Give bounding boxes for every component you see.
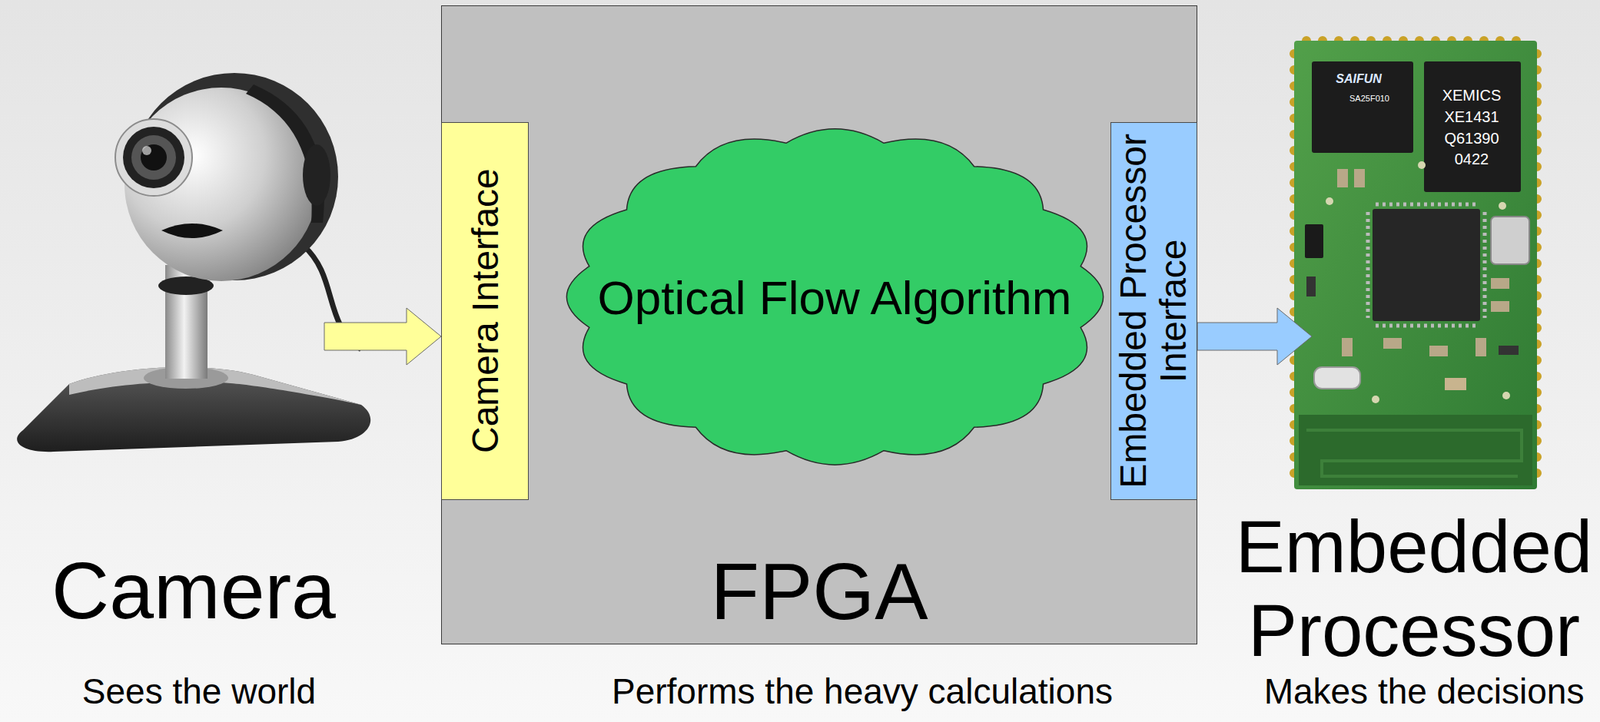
capacitor [1444, 378, 1467, 391]
interface-label: Embedded Processor Interface [1113, 128, 1194, 495]
device-caption: Makes the decisions [1264, 671, 1585, 713]
device-title: Camera [51, 545, 336, 638]
capacitor [1341, 338, 1353, 357]
capacitor [1337, 169, 1348, 188]
device-title: Embedded Processor [1229, 505, 1599, 673]
antenna-trace [1306, 430, 1522, 477]
interface-box: Embedded Processor Interface [1110, 122, 1198, 501]
chip-marking: XEMICS [1442, 86, 1502, 104]
block-arrow [1197, 308, 1312, 366]
camera-knob [302, 144, 331, 206]
chip-pads [1375, 324, 1478, 329]
fpga-block: FPGAPerforms the heavy calculationsCamer… [441, 5, 1198, 645]
circuit-board [1294, 40, 1537, 490]
chip-pads [1375, 202, 1478, 207]
chip-marking: SA25F010 [1349, 93, 1390, 103]
camera-lens [122, 126, 185, 189]
resistor [1498, 345, 1519, 356]
block-title: FPGA [710, 546, 928, 639]
interface-label: Camera Interface [463, 169, 506, 455]
block-caption: Performs the heavy calculations [611, 671, 1113, 713]
antenna-area [1298, 414, 1533, 486]
capacitor [1490, 278, 1510, 289]
inductor [1314, 367, 1361, 389]
camera-mic-slot [161, 223, 223, 239]
crystal [1490, 216, 1530, 265]
camera-lens-core [140, 144, 167, 171]
camera-base-trim [69, 367, 362, 405]
chip-marking: 0422 [1454, 150, 1490, 168]
capacitor [1354, 169, 1365, 188]
chip-marking: XE1431 [1443, 108, 1499, 126]
block-arrow [324, 308, 442, 366]
via [1325, 197, 1334, 206]
chip-marking: Q61390 [1443, 129, 1499, 147]
device-caption: Sees the world [82, 671, 316, 713]
interface-box: Camera Interface [441, 122, 529, 501]
resistor [1306, 276, 1316, 297]
camera-lens-ring [115, 119, 193, 196]
processor-node: Embedded ProcessorMakes the decisions [1311, 40, 1543, 491]
via [1371, 395, 1380, 404]
chip-pads [1483, 212, 1488, 319]
chip-pads [1366, 212, 1371, 319]
capacitor [1490, 301, 1510, 313]
algorithm-label: Optical Flow Algorithm [597, 270, 1073, 326]
via [1417, 161, 1426, 170]
camera-node: CameraSees the world [0, 76, 325, 722]
capacitor [1429, 345, 1448, 357]
chip [1311, 61, 1414, 153]
chip-marking: SAIFUN [1335, 72, 1382, 87]
camera-base [16, 367, 371, 452]
chip [1372, 209, 1481, 322]
small-chip [1304, 224, 1324, 259]
algorithm-cloud: Optical Flow Algorithm [559, 122, 1111, 472]
camera-lens-inner [131, 135, 176, 180]
via [1502, 391, 1511, 400]
camera-lens-glint [142, 146, 152, 156]
chip [1424, 61, 1521, 193]
via [1498, 202, 1507, 210]
capacitor [1383, 338, 1402, 349]
capacitor [1475, 338, 1487, 357]
cloud-shape [566, 129, 1103, 465]
